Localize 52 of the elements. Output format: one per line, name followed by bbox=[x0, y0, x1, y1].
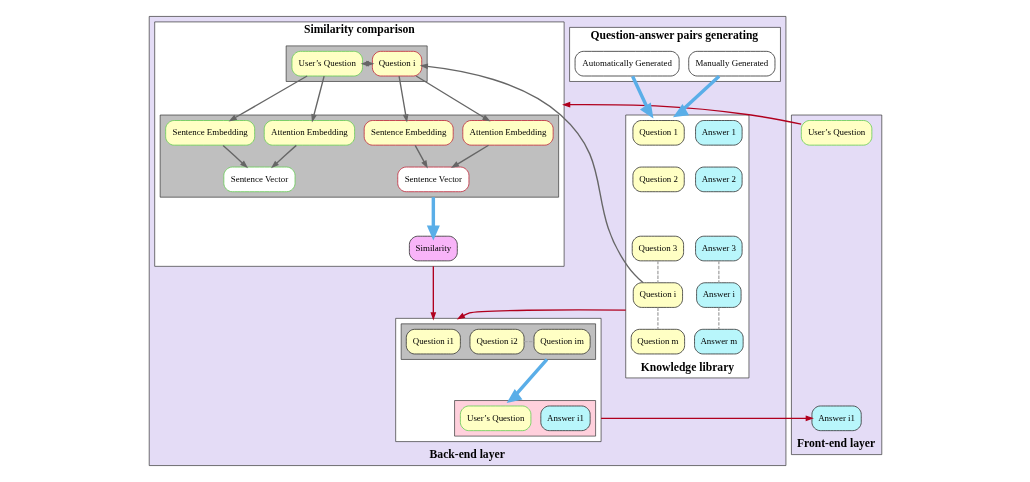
node-box: Attention Embedding bbox=[461, 120, 554, 146]
cluster bbox=[394, 318, 601, 442]
connector bbox=[717, 260, 720, 284]
node-box: User’s Question bbox=[459, 405, 531, 432]
node-box: Question i2 bbox=[469, 328, 524, 355]
node-box: Sentence Embedding bbox=[164, 120, 255, 146]
arrow bbox=[228, 75, 308, 122]
node-box: Question i bbox=[632, 282, 683, 308]
arrow bbox=[450, 144, 489, 169]
node-box: Automatically Generated bbox=[574, 50, 680, 77]
cluster bbox=[400, 323, 596, 360]
cluster bbox=[453, 400, 596, 437]
arrow bbox=[456, 309, 626, 320]
node-box: Answer i1 bbox=[811, 405, 862, 432]
node-box: Answer 1 bbox=[694, 120, 743, 146]
node-box: Attention Embedding bbox=[263, 120, 355, 146]
arrow bbox=[429, 265, 436, 321]
node-box: Question 3 bbox=[631, 235, 684, 262]
node-box: Question m bbox=[630, 328, 685, 355]
arrow bbox=[310, 75, 325, 123]
arrow bbox=[221, 144, 248, 169]
connector bbox=[717, 306, 720, 330]
connector bbox=[656, 306, 659, 330]
node-box: Question im bbox=[533, 328, 591, 355]
arrow bbox=[419, 63, 644, 284]
node-box: Answer 2 bbox=[694, 166, 743, 193]
node-box: Question 2 bbox=[632, 166, 685, 193]
node-box: Answer m bbox=[693, 328, 744, 355]
node-box: Sentence Embedding bbox=[363, 120, 454, 146]
node-box: Answer 3 bbox=[694, 235, 743, 262]
arrow bbox=[506, 358, 548, 404]
node-box: Question 1 bbox=[632, 120, 685, 146]
arrow bbox=[270, 144, 297, 169]
arrow bbox=[599, 415, 814, 422]
arrow bbox=[561, 101, 802, 125]
node-box: Answer i1 bbox=[539, 405, 591, 432]
arrow bbox=[414, 144, 428, 169]
node-box: Question i1 bbox=[405, 328, 461, 355]
node-box: Answer i bbox=[695, 282, 741, 308]
connector bbox=[656, 260, 659, 284]
arrow bbox=[672, 74, 720, 118]
node-box: Manually Generated bbox=[687, 50, 775, 77]
node-box: Sentence Vector bbox=[222, 166, 295, 193]
arrow bbox=[426, 197, 440, 241]
arrow bbox=[397, 75, 408, 123]
node-box: Similarity bbox=[408, 235, 458, 262]
node-box: Question i bbox=[371, 50, 422, 77]
arrow bbox=[630, 75, 653, 119]
arrow bbox=[414, 75, 491, 122]
node-box: User’s Question bbox=[800, 120, 872, 146]
node-box: Sentence Vector bbox=[396, 166, 469, 193]
node-box: User’s Question bbox=[291, 50, 363, 77]
